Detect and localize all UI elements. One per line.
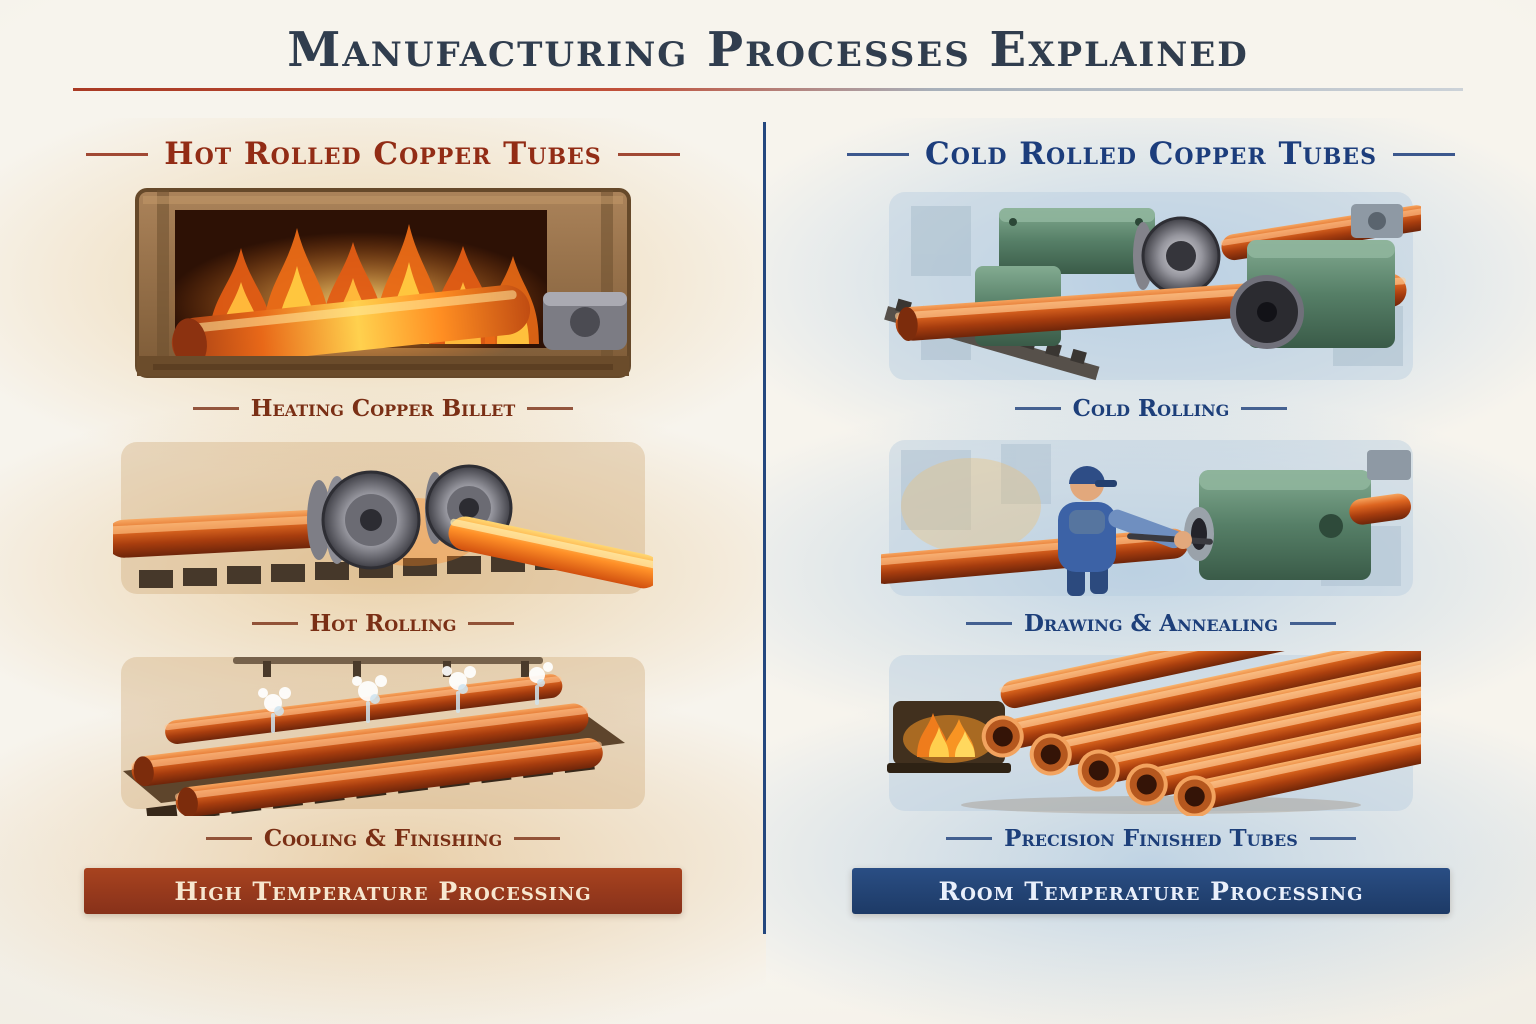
furnace-heating-illustration xyxy=(135,188,631,378)
copper-tube xyxy=(1029,651,1421,776)
hot-column-heading: Hot Rolled Copper Tubes xyxy=(86,136,680,172)
roller-stack-left xyxy=(307,470,421,570)
hot-column-content: Hot Rolled Copper Tubes xyxy=(84,118,682,914)
cooling-illustration xyxy=(121,657,645,816)
heading-rule xyxy=(847,152,910,156)
title-underline xyxy=(73,88,1463,91)
finished-tubes-illustration xyxy=(886,651,1421,816)
heading-rule xyxy=(86,152,149,156)
caption-label: Hot Rolling xyxy=(309,610,457,637)
caption-rule xyxy=(468,622,515,625)
spray-pipe xyxy=(233,657,543,664)
cold-rolling-illustration-wrap xyxy=(881,186,1421,386)
caption-label: Cooling & Finishing xyxy=(263,825,503,852)
caption-rule xyxy=(514,837,561,840)
caption-rule xyxy=(1241,407,1288,410)
annealing-furnace xyxy=(886,701,1011,773)
hot-processing-banner: High Temperature Processing xyxy=(84,868,682,914)
drawing-annealing-illustration xyxy=(880,440,1413,596)
hot-rolling-illustration xyxy=(113,442,653,594)
cold-column-content: Cold Rolled Copper Tubes xyxy=(847,118,1455,914)
water-splashes xyxy=(258,662,553,733)
glowing-copper-billet xyxy=(171,285,531,369)
copper-tube xyxy=(1125,664,1421,806)
cooling-illustration-wrap xyxy=(113,651,653,816)
caption-rule xyxy=(946,837,993,840)
cold-column-heading: Cold Rolled Copper Tubes xyxy=(847,136,1455,172)
worker xyxy=(1057,466,1213,596)
copper-tube xyxy=(1077,651,1421,792)
caption-label: Cold Rolling xyxy=(1072,395,1230,422)
caption-heating-copper-billet: Heating Copper Billet xyxy=(192,395,574,422)
drawing-annealing-illustration-wrap xyxy=(880,436,1421,601)
caption-rule xyxy=(192,407,239,410)
caption-rule xyxy=(205,837,252,840)
roller-stack xyxy=(1132,216,1221,296)
right-mill-housing xyxy=(1229,204,1403,349)
finished-copper-tube-bundle xyxy=(981,651,1421,816)
heading-rule xyxy=(1392,152,1455,156)
furnace-illustration xyxy=(113,186,653,386)
drawing-machine xyxy=(1183,450,1411,580)
entering-copper-tube xyxy=(113,509,343,558)
caption-rule xyxy=(965,622,1012,625)
hot-rolled-column: Hot Rolled Copper Tubes xyxy=(0,118,766,1024)
copper-tube xyxy=(1173,676,1421,816)
exit-roller xyxy=(543,292,627,350)
caption-drawing-annealing: Drawing & Annealing xyxy=(965,610,1337,637)
caption-rule xyxy=(1290,622,1337,625)
exiting-hot-tube xyxy=(448,516,653,589)
worker-cap xyxy=(1068,466,1105,484)
caption-cooling-finishing: Cooling & Finishing xyxy=(205,825,561,852)
cold-heading-label: Cold Rolled Copper Tubes xyxy=(925,136,1377,172)
caption-rule xyxy=(251,622,298,625)
worker-hand xyxy=(1173,531,1192,549)
page-title: Manufacturing Processes Explained xyxy=(287,22,1249,78)
cold-rolled-column: Cold Rolled Copper Tubes xyxy=(766,118,1536,1024)
cold-processing-banner: Room Temperature Processing xyxy=(851,868,1450,914)
caption-label: Precision Finished Tubes xyxy=(1004,825,1298,852)
caption-hot-rolling: Hot Rolling xyxy=(251,610,515,637)
heading-rule xyxy=(617,152,680,156)
hot-heading-label: Hot Rolled Copper Tubes xyxy=(164,136,602,172)
finished-tubes-illustration-wrap xyxy=(881,651,1421,816)
copper-tube xyxy=(981,651,1421,758)
caption-label: Drawing & Annealing xyxy=(1023,610,1279,637)
hot-rolling-illustration-wrap xyxy=(113,436,653,601)
header: Manufacturing Processes Explained xyxy=(0,0,1536,91)
caption-rule xyxy=(1309,837,1356,840)
caption-label: Heating Copper Billet xyxy=(250,395,516,422)
caption-rule xyxy=(527,407,574,410)
comparison-columns: Hot Rolled Copper Tubes xyxy=(0,118,1536,1024)
cold-rolling-illustration xyxy=(884,192,1421,381)
column-divider xyxy=(763,122,766,934)
caption-rule xyxy=(1014,407,1061,410)
caption-cold-rolling: Cold Rolling xyxy=(1014,395,1288,422)
caption-precision-finished-tubes: Precision Finished Tubes xyxy=(946,825,1356,852)
